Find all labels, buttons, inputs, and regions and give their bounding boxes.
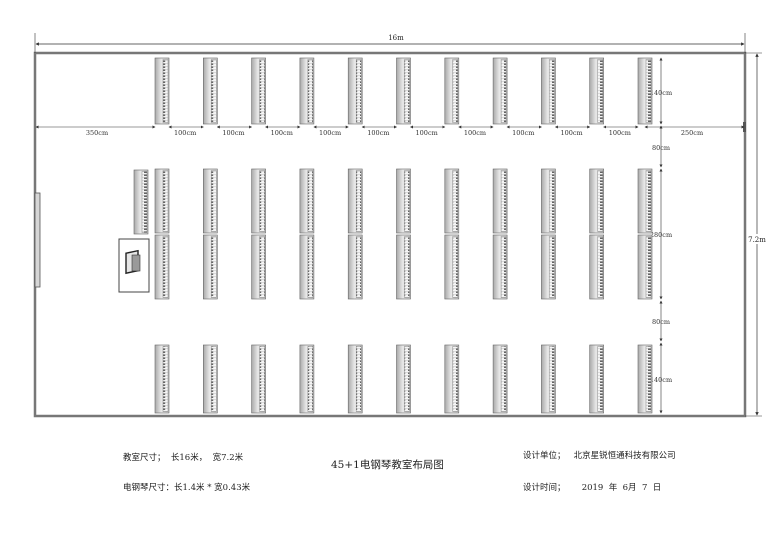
- student-piano: [203, 57, 218, 125]
- student-piano: [347, 344, 363, 414]
- gap-dimension-label: 100cm: [222, 129, 244, 137]
- piano-layer: [133, 57, 653, 414]
- student-piano: [154, 57, 170, 125]
- student-piano: [492, 168, 508, 234]
- student-piano: [637, 168, 653, 234]
- student-piano: [589, 234, 605, 300]
- gap-dimension-label: 100cm: [609, 129, 631, 137]
- student-piano: [154, 168, 170, 234]
- student-piano: [637, 57, 653, 125]
- student-piano: [492, 344, 508, 414]
- student-piano: [444, 234, 460, 300]
- student-piano: [347, 234, 363, 300]
- student-piano: [444, 168, 460, 234]
- teacher-station: [118, 238, 150, 293]
- right-wall-mark: [743, 122, 746, 132]
- student-piano: [154, 344, 170, 414]
- student-piano: [444, 57, 460, 125]
- row1-length-label: 140cm: [650, 89, 672, 97]
- row-gap-label-bottom: 80cm: [652, 318, 670, 326]
- student-piano: [251, 344, 266, 414]
- teacher-monitor-icon: [125, 249, 141, 275]
- student-piano: [541, 168, 556, 234]
- double-row-label: 280cm: [650, 231, 672, 239]
- spacing-dimension-row: 350cm 250cm 100cm 100cm 100cm 100cm 100cm 100…: [35, 125, 745, 137]
- diagram-title: 45+1电钢琴教室布局图: [331, 459, 444, 471]
- gap-dimension-label: 100cm: [319, 129, 341, 137]
- left-margin-label: 350cm: [86, 129, 108, 137]
- gap-dimension-label: 100cm: [512, 129, 534, 137]
- piano-size-text: 电钢琴尺寸：长1.4米 * 宽0.43米: [123, 483, 251, 493]
- student-piano: [203, 168, 218, 234]
- gap-dimension-label: 100cm: [416, 129, 438, 137]
- student-piano: [589, 168, 605, 234]
- student-piano: [444, 344, 460, 414]
- student-piano: [154, 234, 170, 300]
- student-piano: [347, 57, 363, 125]
- student-piano: [396, 344, 411, 414]
- student-piano: [589, 344, 605, 414]
- student-piano: [637, 344, 653, 414]
- student-piano: [203, 234, 218, 300]
- student-piano: [251, 234, 266, 300]
- student-piano: [541, 344, 556, 414]
- dimension-width: 7.2m: [745, 52, 767, 417]
- right-margin-label: 250cm: [681, 129, 703, 137]
- classroom-size-text: 教室尺寸； 长16米， 宽7.2米: [123, 453, 244, 463]
- student-piano: [347, 168, 363, 234]
- student-piano: [299, 168, 315, 234]
- student-piano: [396, 234, 411, 300]
- student-piano: [203, 344, 218, 414]
- student-piano: [299, 57, 315, 125]
- student-piano: [492, 234, 508, 300]
- student-piano: [541, 57, 556, 125]
- student-piano: [396, 168, 411, 234]
- student-piano: [251, 168, 266, 234]
- student-piano: [396, 57, 411, 125]
- student-piano: [299, 344, 315, 414]
- dimension-length: 16m: [34, 33, 746, 53]
- gap-dimension-label: 100cm: [174, 129, 196, 137]
- student-piano: [637, 234, 653, 300]
- teacher-piano: [133, 169, 149, 235]
- design-unit-text: 设计单位； 北京星锐恒通科技有限公司: [523, 451, 676, 461]
- student-piano: [299, 234, 315, 300]
- gap-dimension-label: 100cm: [464, 129, 486, 137]
- student-piano: [589, 57, 605, 125]
- vertical-dimension-column: 140cm 80cm 280cm 80cm 140cm: [650, 57, 672, 414]
- gap-dimension-label: 100cm: [367, 129, 389, 137]
- student-piano: [541, 234, 556, 300]
- student-piano: [492, 57, 508, 125]
- door-left: [34, 192, 41, 288]
- row4-length-label: 140cm: [650, 376, 672, 384]
- row-gap-label-top: 80cm: [652, 144, 670, 152]
- room-length-label: 16m: [388, 34, 404, 42]
- design-time-text: 设计时间； 2019 年 6月 7 日: [523, 483, 662, 493]
- room-width-label: 7.2m: [748, 236, 766, 244]
- gap-dimension-label: 100cm: [271, 129, 293, 137]
- student-piano: [251, 57, 266, 125]
- gap-dimension-label: 100cm: [560, 129, 582, 137]
